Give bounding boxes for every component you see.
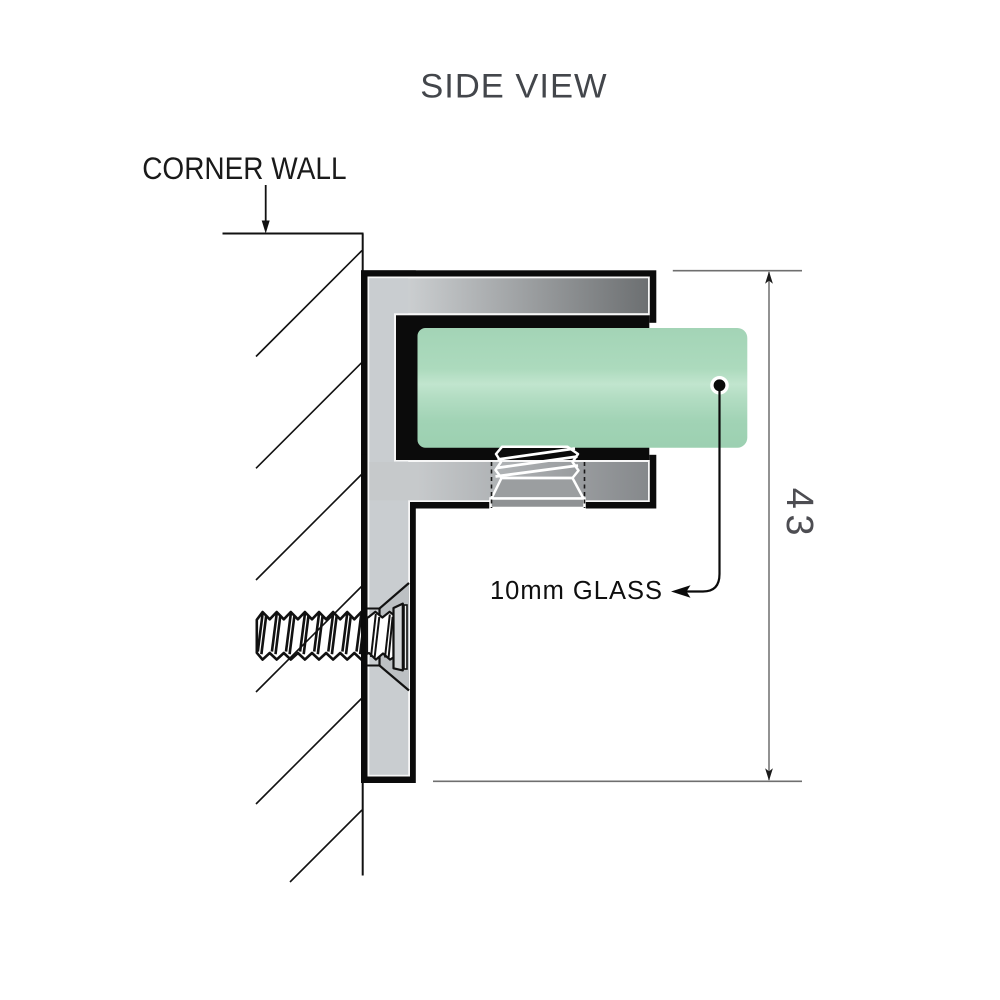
- svg-text:43: 43: [778, 488, 820, 541]
- svg-text:10mm GLASS: 10mm GLASS: [490, 577, 663, 605]
- svg-text:SIDE VIEW: SIDE VIEW: [420, 68, 607, 106]
- svg-text:CORNER WALL: CORNER WALL: [142, 152, 346, 187]
